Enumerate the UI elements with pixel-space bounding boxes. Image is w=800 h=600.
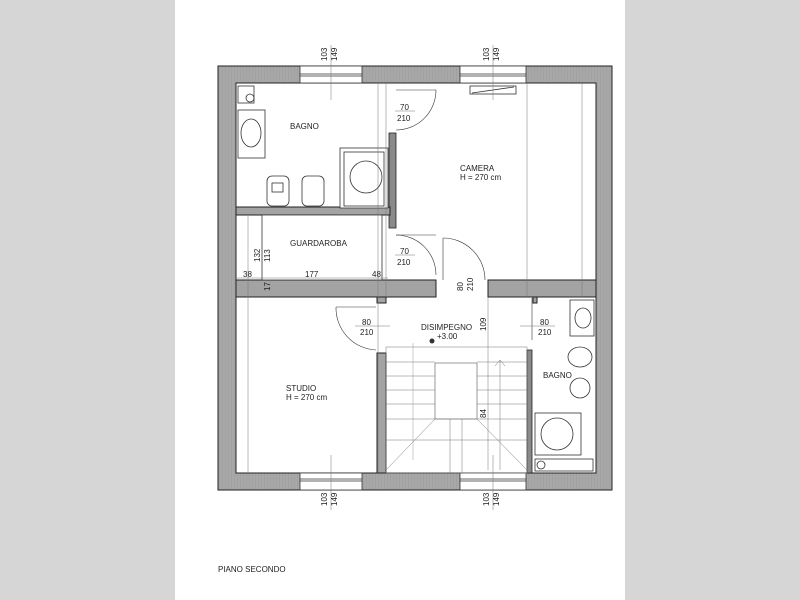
- door-width: 70: [400, 247, 409, 256]
- dimension-48: 48: [372, 270, 381, 279]
- dimension-109: 109: [479, 317, 488, 331]
- svg-text:103: 103: [320, 47, 329, 61]
- room-label-camera: CAMERA: [460, 164, 495, 173]
- door-width: 70: [400, 103, 409, 112]
- dimension-38: 38: [243, 270, 252, 279]
- dimension-132: 132: [253, 248, 262, 262]
- door-height: 210: [360, 328, 374, 337]
- staircase[interactable]: [385, 343, 528, 474]
- outer-walls: [217, 65, 613, 491]
- svg-text:149: 149: [492, 47, 501, 61]
- room-label-bagno-2: BAGNO: [543, 371, 572, 380]
- dimension-113: 113: [263, 249, 272, 262]
- svg-text:149: 149: [330, 47, 339, 61]
- dimension-17: 17: [263, 282, 272, 291]
- door-width: 80: [362, 318, 371, 327]
- window-dimensions: 103 149 103 149 103 149 103 149: [320, 47, 501, 506]
- dimension-84: 84: [479, 409, 488, 418]
- door-height: 210: [466, 277, 475, 291]
- room-label-disimpegno: DISIMPEGNO: [421, 323, 472, 332]
- floor-level: +3.00: [437, 332, 458, 341]
- svg-text:103: 103: [320, 492, 329, 506]
- dimension-177: 177: [305, 270, 319, 279]
- door-height: 210: [538, 328, 552, 337]
- room-height-camera: H = 270 cm: [460, 173, 501, 182]
- svg-text:103: 103: [482, 47, 491, 61]
- room-label-studio: STUDIO: [286, 384, 316, 393]
- level-marker-icon: [429, 338, 435, 344]
- svg-text:149: 149: [330, 492, 339, 506]
- dimension-lines: [237, 45, 583, 510]
- floor-title: PIANO SECONDO: [218, 565, 286, 574]
- room-label-bagno: BAGNO: [290, 122, 319, 131]
- svg-text:149: 149: [492, 492, 501, 506]
- door-width: 80: [540, 318, 549, 327]
- door-height: 210: [397, 258, 411, 267]
- room-label-guardaroba: GUARDAROBA: [290, 239, 348, 248]
- svg-text:103: 103: [482, 492, 491, 506]
- room-height-studio: H = 270 cm: [286, 393, 327, 402]
- door-height: 210: [397, 114, 411, 123]
- doors: [335, 89, 533, 351]
- bathroom-fixtures: [237, 85, 595, 472]
- door-width: 80: [456, 282, 465, 291]
